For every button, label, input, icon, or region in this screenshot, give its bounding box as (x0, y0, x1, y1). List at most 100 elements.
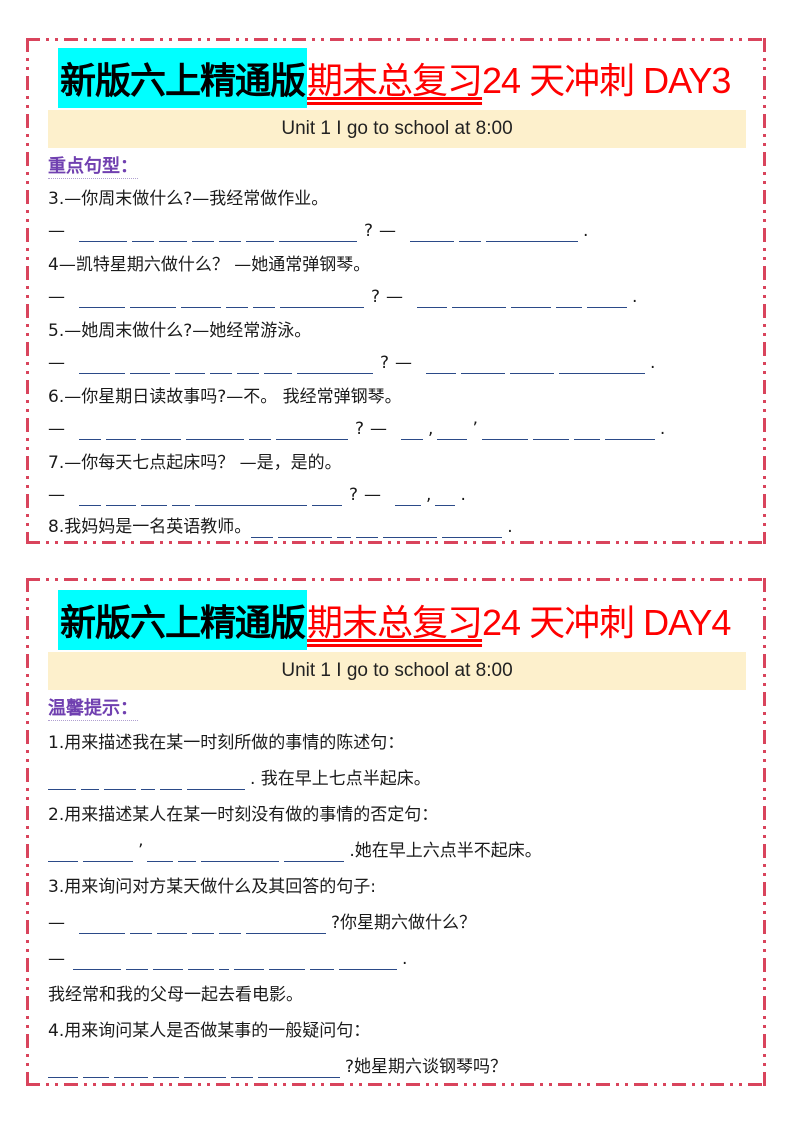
answer-blank[interactable] (73, 953, 121, 970)
answer-blank[interactable] (130, 917, 152, 934)
answer-blank[interactable] (79, 357, 125, 374)
answer-blank[interactable] (195, 489, 307, 506)
answer-blank[interactable] (79, 225, 127, 242)
answer-blank[interactable] (417, 291, 448, 308)
answer-blank[interactable] (159, 225, 187, 242)
answer-blank[interactable] (481, 423, 528, 440)
answer-blank[interactable] (279, 225, 357, 242)
answer-blank[interactable] (401, 423, 424, 440)
answer-blank[interactable] (153, 1061, 179, 1078)
answer-blank[interactable] (141, 489, 167, 506)
answer-blank[interactable] (253, 291, 275, 308)
answer-blank[interactable] (219, 953, 229, 970)
answer-blank[interactable] (280, 291, 364, 308)
answer-blank[interactable] (132, 225, 154, 242)
answer-blank[interactable] (297, 357, 373, 374)
answer-blank[interactable] (79, 423, 101, 440)
answer-blank[interactable] (81, 773, 99, 790)
answer-blank[interactable] (126, 953, 148, 970)
answer-blank[interactable] (79, 291, 125, 308)
answer-blank[interactable] (249, 423, 271, 440)
answer-blank[interactable] (587, 291, 628, 308)
answer-blank[interactable] (104, 773, 136, 790)
answer-blank[interactable] (172, 489, 190, 506)
answer-blank[interactable] (114, 1061, 148, 1078)
answer-blank[interactable] (184, 1061, 226, 1078)
answer-blank[interactable] (426, 357, 457, 374)
answer-blank[interactable] (383, 521, 438, 538)
answer-blank[interactable] (278, 521, 333, 538)
answer-blank[interactable] (48, 773, 76, 790)
answer-blank[interactable] (339, 953, 397, 970)
answer-blank[interactable] (130, 291, 176, 308)
answer-blank[interactable] (556, 291, 583, 308)
answer-blank[interactable] (106, 423, 136, 440)
answer-blank[interactable] (246, 917, 326, 934)
answer-blank[interactable] (231, 1061, 253, 1078)
answer-blank[interactable] (147, 845, 174, 862)
answer-blank[interactable] (186, 423, 244, 440)
prompt-line: 3.用来询问对方某天做什么及其回答的句子: (48, 876, 746, 898)
answer-blank[interactable] (157, 917, 187, 934)
answer-blank[interactable] (141, 773, 155, 790)
answer-blank[interactable] (192, 225, 214, 242)
answer-blank[interactable] (234, 953, 264, 970)
answer-blank[interactable] (269, 953, 305, 970)
title-underlined: 期末总复习 (307, 602, 483, 643)
answer-blank[interactable] (79, 489, 101, 506)
answer-blank[interactable] (461, 357, 506, 374)
answer-blank[interactable] (237, 357, 259, 374)
day3-worksheet-card: 新版六上精通版 期末总复习 24 天冲刺 DAY3 Unit 1 I go to… (26, 38, 766, 544)
answer-blank[interactable] (437, 423, 468, 440)
title-day: 24 天冲刺 DAY4 (482, 602, 731, 643)
answer-blank[interactable] (442, 521, 503, 538)
answer-blank[interactable] (130, 357, 170, 374)
answer-blank[interactable] (83, 1061, 109, 1078)
answer-blank[interactable] (226, 291, 248, 308)
answer-blank[interactable] (459, 225, 482, 242)
dashed-border (26, 541, 766, 544)
answer-blank[interactable] (187, 773, 245, 790)
answer-blank[interactable] (510, 357, 555, 374)
answer-blank[interactable] (48, 1061, 78, 1078)
answer-blank[interactable] (395, 489, 422, 506)
answer-blank[interactable] (337, 521, 352, 538)
answer-blank[interactable] (559, 357, 646, 374)
answer-blank[interactable] (258, 1061, 340, 1078)
answer-blank[interactable] (511, 291, 552, 308)
answer-blank[interactable] (435, 489, 456, 506)
prompt-text: 3.用来询问对方某天做什么及其回答的句子: (48, 877, 376, 897)
answer-blank[interactable] (573, 423, 600, 440)
answer-blank[interactable] (141, 423, 181, 440)
answer-blank[interactable] (410, 225, 455, 242)
answer-blank[interactable] (83, 845, 133, 862)
answer-blank[interactable] (106, 489, 136, 506)
answer-blank[interactable] (79, 917, 125, 934)
answer-blank[interactable] (251, 521, 274, 538)
answer-blank[interactable] (264, 357, 292, 374)
answer-blank[interactable] (356, 521, 379, 538)
answer-blank[interactable] (312, 489, 342, 506)
answer-blank[interactable] (452, 291, 507, 308)
answer-blank[interactable] (486, 225, 579, 242)
answer-blank[interactable] (604, 423, 655, 440)
answer-blank[interactable] (181, 291, 221, 308)
answer-blank[interactable] (178, 845, 197, 862)
answer-blank[interactable] (48, 845, 78, 862)
answer-blank[interactable] (153, 953, 183, 970)
answer-blank[interactable] (310, 953, 334, 970)
answer-blank[interactable] (175, 357, 205, 374)
answer-line: — ? — . (48, 221, 589, 242)
answer-blank[interactable] (210, 357, 232, 374)
answer-blank[interactable] (201, 845, 280, 862)
answer-blank[interactable] (192, 917, 214, 934)
answer-blank[interactable] (219, 917, 241, 934)
answer-blank[interactable] (188, 953, 214, 970)
dashed-border (26, 38, 29, 544)
answer-blank[interactable] (532, 423, 569, 440)
answer-blank[interactable] (160, 773, 182, 790)
answer-blank[interactable] (246, 225, 274, 242)
answer-blank[interactable] (276, 423, 348, 440)
answer-blank[interactable] (219, 225, 241, 242)
answer-blank[interactable] (284, 845, 345, 862)
